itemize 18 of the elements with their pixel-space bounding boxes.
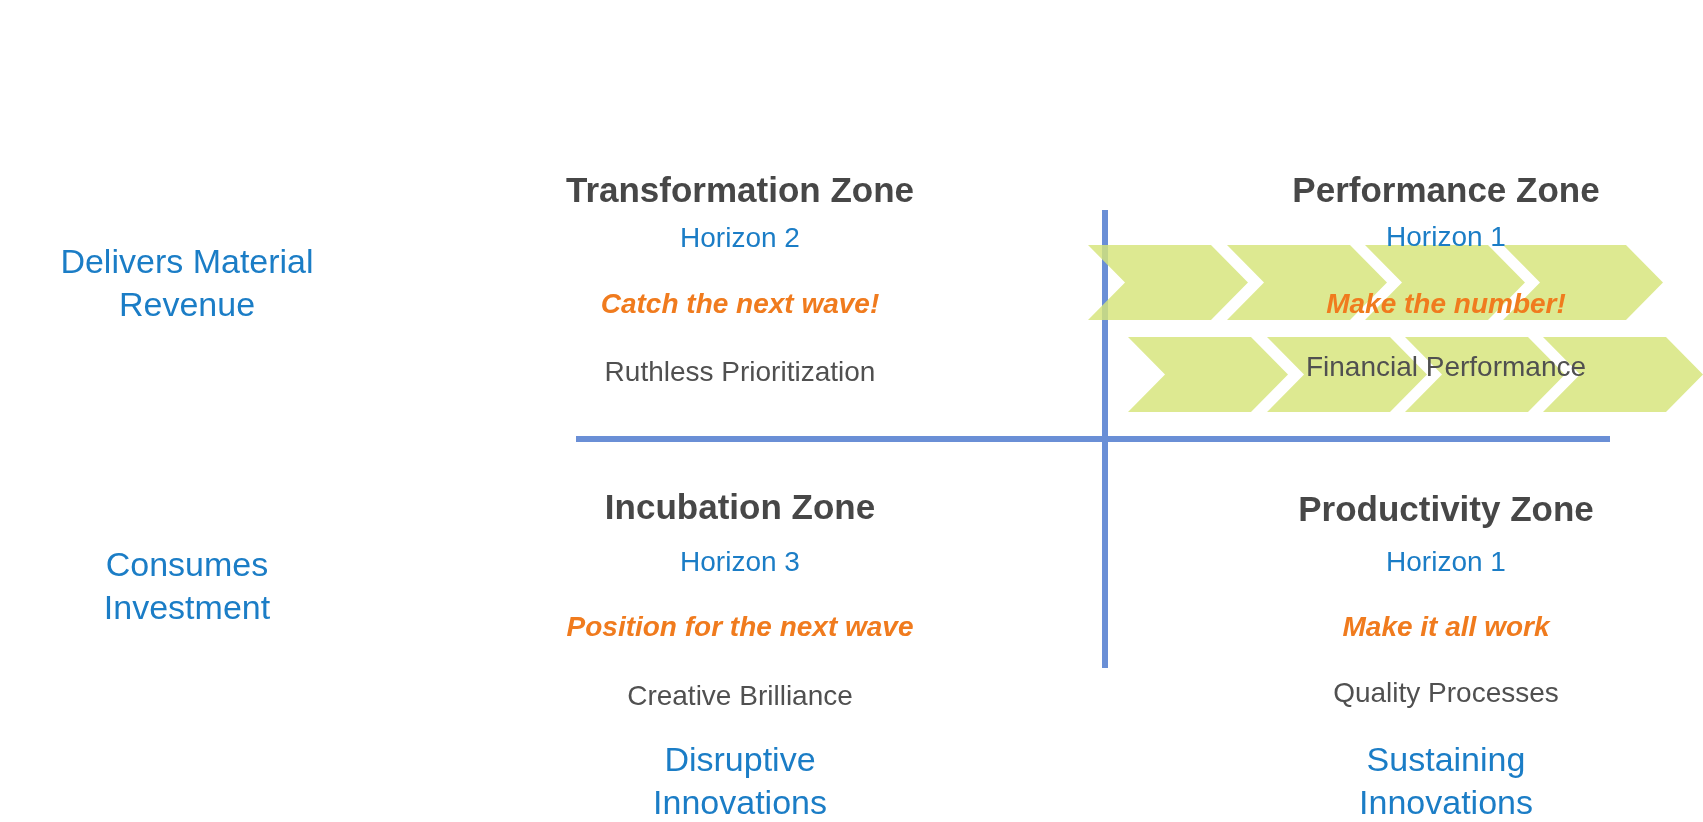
horizon-label: Horizon 2 (680, 220, 800, 255)
zone-focus: Ruthless Prioritization (604, 354, 876, 389)
zone-focus: Creative Brilliance (627, 678, 853, 713)
axis-label: Consumes Investment (102, 543, 272, 627)
zone-heading: Performance Zone (1292, 169, 1600, 212)
innovation-type-label: Disruptive Innovations (652, 738, 828, 822)
zone-motto: Make it all work (1342, 609, 1550, 644)
horizon-label: Horizon 3 (680, 544, 800, 579)
zone-focus: Quality Processes (1333, 675, 1559, 710)
zone-heading: Transformation Zone (565, 169, 915, 212)
zone-heading: Productivity Zone (1298, 488, 1594, 531)
axis-label: Delivers Material Revenue (59, 240, 315, 324)
innovation-type-label: Sustaining Innovations (1358, 738, 1534, 822)
zone-motto: Position for the next wave (566, 609, 914, 644)
horizon-label: Horizon 1 (1386, 544, 1506, 579)
horizon-label: Horizon 1 (1386, 219, 1506, 254)
zone-heading: Incubation Zone (604, 486, 876, 529)
zone-motto: Catch the next wave! (600, 286, 880, 321)
